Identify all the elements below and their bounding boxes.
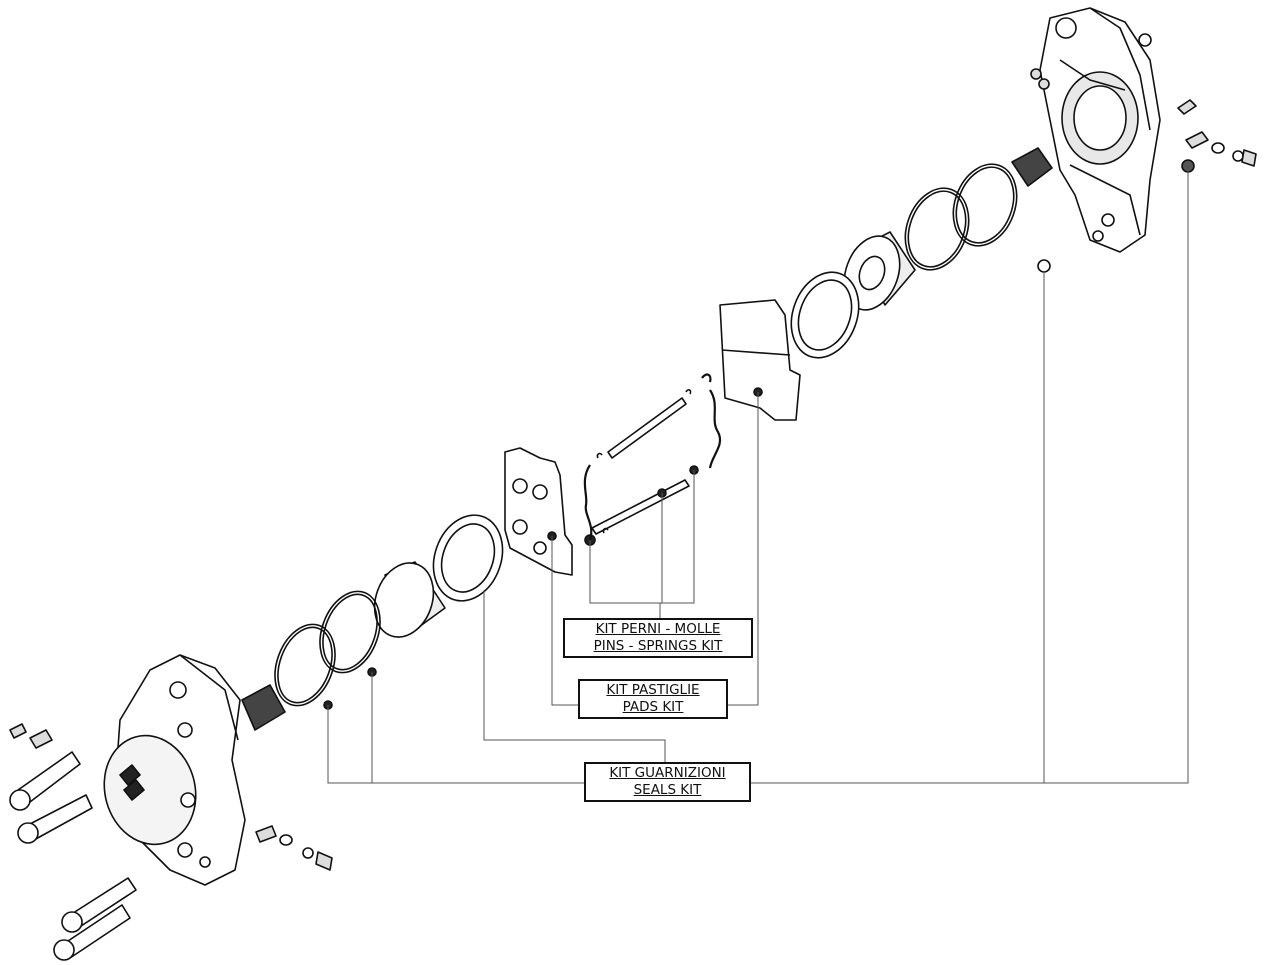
- leader-lines: [327, 170, 1189, 784]
- pins-springs-kit-line1: KIT PERNI - MOLLE: [595, 621, 721, 637]
- bleed-screw-left: [9, 723, 333, 871]
- pads-kit-label: KIT PASTIGLIE PADS KIT: [578, 679, 728, 719]
- pad-pins: [584, 397, 699, 546]
- caliper-half-left: [103, 654, 246, 886]
- pads-kit-line1: KIT PASTIGLIE: [606, 682, 700, 698]
- seals-kit-line2: SEALS KIT: [633, 782, 702, 798]
- dust-seal-right: [790, 271, 860, 359]
- piston-right: [843, 231, 916, 311]
- dust-seal-left: [432, 514, 504, 602]
- seal-ring-left-outer: [274, 623, 336, 707]
- pad-springs: [583, 373, 722, 541]
- caliper-bolts: [9, 751, 137, 961]
- pins-springs-kit-line2: PINS - SPRINGS KIT: [593, 638, 723, 654]
- pins-springs-kit-label: KIT PERNI - MOLLE PINS - SPRINGS KIT: [563, 618, 753, 658]
- brake-pad-right: [719, 299, 801, 421]
- brake-pad-left: [504, 447, 573, 576]
- piston-left: [373, 561, 446, 638]
- seals-kit-label: KIT GUARNIZIONI SEALS KIT: [584, 762, 751, 802]
- spring-left: [241, 684, 286, 731]
- seal-ring-right-inner: [904, 187, 970, 271]
- spring-right: [1011, 147, 1053, 187]
- pin-clips: [596, 389, 692, 534]
- seals-kit-line1: KIT GUARNIZIONI: [609, 765, 726, 781]
- seal-ring-left-inner: [319, 590, 381, 674]
- pads-kit-line2: PADS KIT: [622, 699, 684, 715]
- seal-ring-right-outer: [952, 163, 1018, 247]
- bleed-screw-right: [1030, 68, 1257, 273]
- caliper-half-right: [1039, 7, 1161, 253]
